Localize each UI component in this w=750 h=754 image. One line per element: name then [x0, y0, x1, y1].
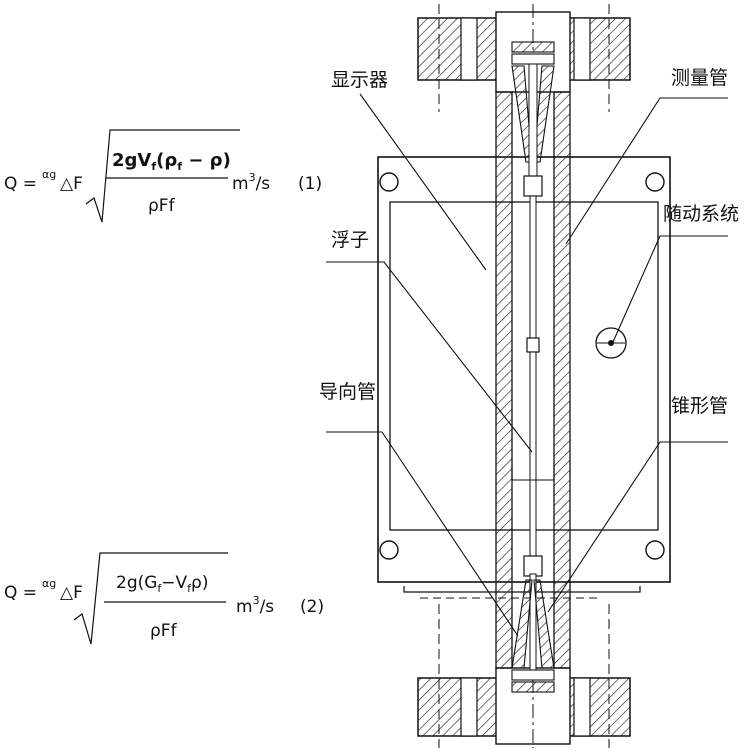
- formula-1-number: (1): [298, 174, 322, 194]
- leader-measuring-tube: [565, 97, 728, 245]
- formula-1-unit: m3/s: [232, 171, 270, 194]
- guide-rod-upper: [529, 195, 537, 341]
- formula-1-coef: αg: [42, 168, 56, 181]
- upper-cap-ring: [511, 41, 555, 53]
- follower-dial: [595, 327, 627, 359]
- lower-cone-right: [533, 579, 555, 669]
- formula-2-unit: m3/s: [236, 594, 274, 617]
- formula-1: Q = αg △F 2gVf(ρf − ρ) ρFf m3/s (1): [4, 129, 322, 223]
- display-inner-frame: [389, 201, 659, 531]
- formula-1-numerator: 2gVf(ρf − ρ): [112, 150, 231, 173]
- label-display: 显示器: [331, 69, 388, 91]
- lower-cone-left: [511, 579, 533, 669]
- formula-1-delta: △F: [60, 174, 83, 194]
- formula-2: Q = αg △F 2g(Gf−Vfρ) ρFf m3/s (2): [4, 552, 324, 645]
- label-guide-tube: 导向管: [319, 381, 376, 403]
- tube-wall-right: [553, 91, 571, 669]
- label-cone-tube: 锥形管: [671, 395, 728, 417]
- tube-wall-left: [495, 91, 513, 669]
- label-float: 浮子: [331, 229, 369, 251]
- upper-cone-assembly: [511, 41, 555, 197]
- label-measuring-tube: 测量管: [671, 67, 728, 89]
- leader-cone-tube: [547, 441, 728, 613]
- slider-sleeve-top: [511, 466, 555, 481]
- screw-hole-top-left: [379, 172, 399, 192]
- screw-hole-top-right: [645, 172, 665, 192]
- mounting-bracket: [403, 586, 641, 593]
- leader-follower-system: [612, 235, 728, 343]
- formula-2-radical: [73, 552, 228, 645]
- leader-guide-tube: [326, 431, 519, 637]
- lower-stop-block: [523, 555, 543, 577]
- formula-2-number: (2): [300, 597, 324, 617]
- formula-2-denominator: ρFf: [150, 621, 178, 641]
- lower-cap-seat: [511, 669, 555, 681]
- float-assembly: [511, 195, 555, 557]
- screw-hole-bottom-left: [379, 540, 399, 560]
- formula-2-numerator: 2g(Gf−Vfρ): [116, 573, 208, 595]
- top-flange-bolt-hole-right: [573, 17, 591, 81]
- bottom-flange-bolt-hole-right: [573, 677, 591, 737]
- upper-stop-block: [523, 175, 543, 197]
- bottom-flange-bolt-hole-left: [460, 677, 478, 737]
- leader-display: [359, 93, 487, 271]
- top-flange-bolt-hole-left: [460, 17, 478, 81]
- formula-2-coef: αg: [42, 577, 56, 590]
- upper-guide-rod: [528, 63, 538, 183]
- display-housing: [377, 156, 671, 599]
- formula-2-delta: △F: [60, 583, 83, 603]
- formula-1-denominator: ρFf: [148, 196, 176, 216]
- upper-cap-seat: [511, 53, 555, 65]
- leader-lines: [326, 93, 728, 637]
- screw-hole-bottom-right: [645, 540, 665, 560]
- leader-float: [326, 261, 533, 453]
- display-outer-frame: [377, 156, 671, 583]
- formula-1-lhs: Q =: [4, 174, 37, 194]
- formula-1-radical: [85, 129, 240, 223]
- lower-cap-ring: [511, 681, 555, 693]
- formula-2-lhs: Q =: [4, 583, 37, 603]
- float-body: [526, 337, 540, 353]
- label-follower-system: 随动系统: [663, 203, 739, 225]
- guide-rod-lower: [529, 351, 537, 557]
- lower-cone-assembly: [511, 555, 555, 693]
